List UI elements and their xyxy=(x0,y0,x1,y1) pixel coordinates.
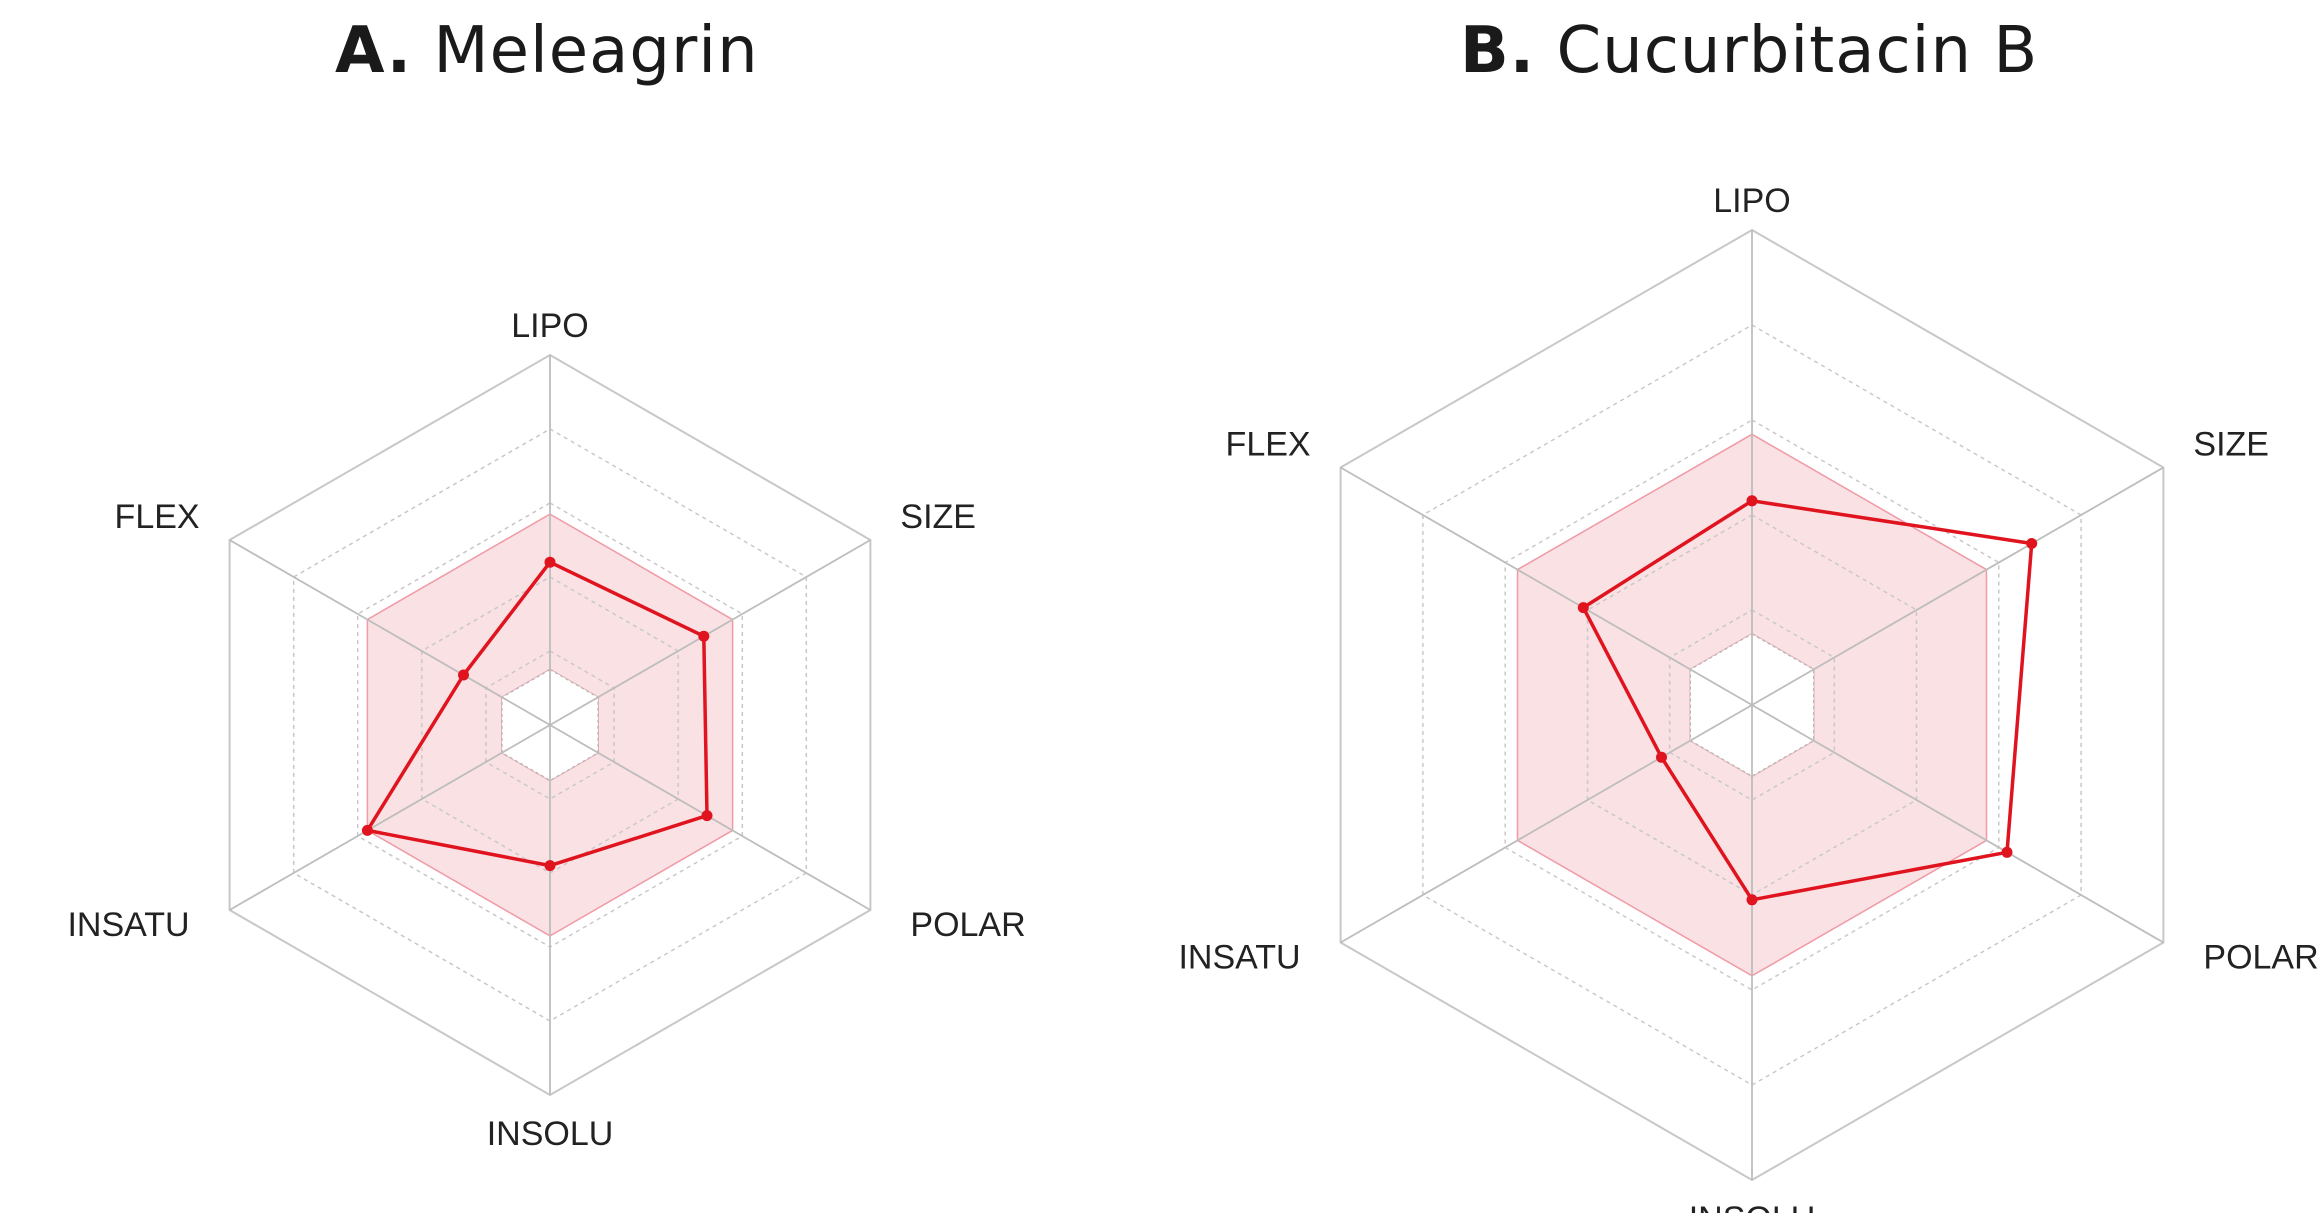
spoke-polar xyxy=(1751,704,2164,944)
data-point-insolu xyxy=(544,860,556,872)
axis-label-polar: POLAR xyxy=(910,906,1025,944)
spoke-size xyxy=(1751,466,2164,706)
data-point-insolu xyxy=(1746,894,1758,906)
axis-label-size: SIZE xyxy=(900,498,976,536)
radar-chart-cucurbitacin-b: LIPO SIZE POLAR INSOLU INSATU FLEX xyxy=(1178,182,2318,1213)
panel-b-name: Cucurbitacin B xyxy=(1556,14,2039,88)
axis-label-polar: POLAR xyxy=(2203,939,2318,977)
data-point-insatu xyxy=(361,824,373,836)
panel-b-title: B. Cucurbitacin B xyxy=(1460,14,2038,88)
panel-b-letter: B. xyxy=(1460,14,1536,88)
data-point-lipo xyxy=(544,556,556,568)
data-point-polar xyxy=(2001,846,2013,858)
panel-a-title: A. Meleagrin xyxy=(335,14,759,88)
data-point-insatu xyxy=(1656,751,1667,763)
axis-label-flex: FLEX xyxy=(115,498,200,536)
axis-label-insolu: INSOLU xyxy=(487,1115,614,1153)
radar-chart-meleagrin: LIPO SIZE POLAR INSOLU INSATU FLEX xyxy=(67,307,1025,1153)
data-point-size xyxy=(2026,538,2038,549)
axis-label-flex: FLEX xyxy=(1226,426,1311,464)
axis-label-size: SIZE xyxy=(2193,426,2269,464)
panel-a-letter: A. xyxy=(335,14,413,88)
panel-a-name: Meleagrin xyxy=(433,14,759,88)
data-point-size xyxy=(698,630,710,642)
spoke-insatu xyxy=(229,724,551,911)
data-point-lipo xyxy=(1746,495,1758,507)
spoke-flex xyxy=(229,539,551,726)
spoke-flex xyxy=(1340,466,1753,706)
data-point-polar xyxy=(701,810,713,822)
axis-label-insatu: INSATU xyxy=(67,906,189,944)
axis-label-insolu: INSOLU xyxy=(1689,1200,1816,1213)
data-point-flex xyxy=(458,669,469,681)
spoke-insatu xyxy=(1340,704,1753,944)
axis-label-lipo: LIPO xyxy=(1713,182,1790,220)
data-point-flex xyxy=(1577,602,1589,614)
axis-label-insatu: INSATU xyxy=(1178,939,1300,977)
spoke-size xyxy=(549,539,871,726)
axis-label-lipo: LIPO xyxy=(511,307,588,345)
